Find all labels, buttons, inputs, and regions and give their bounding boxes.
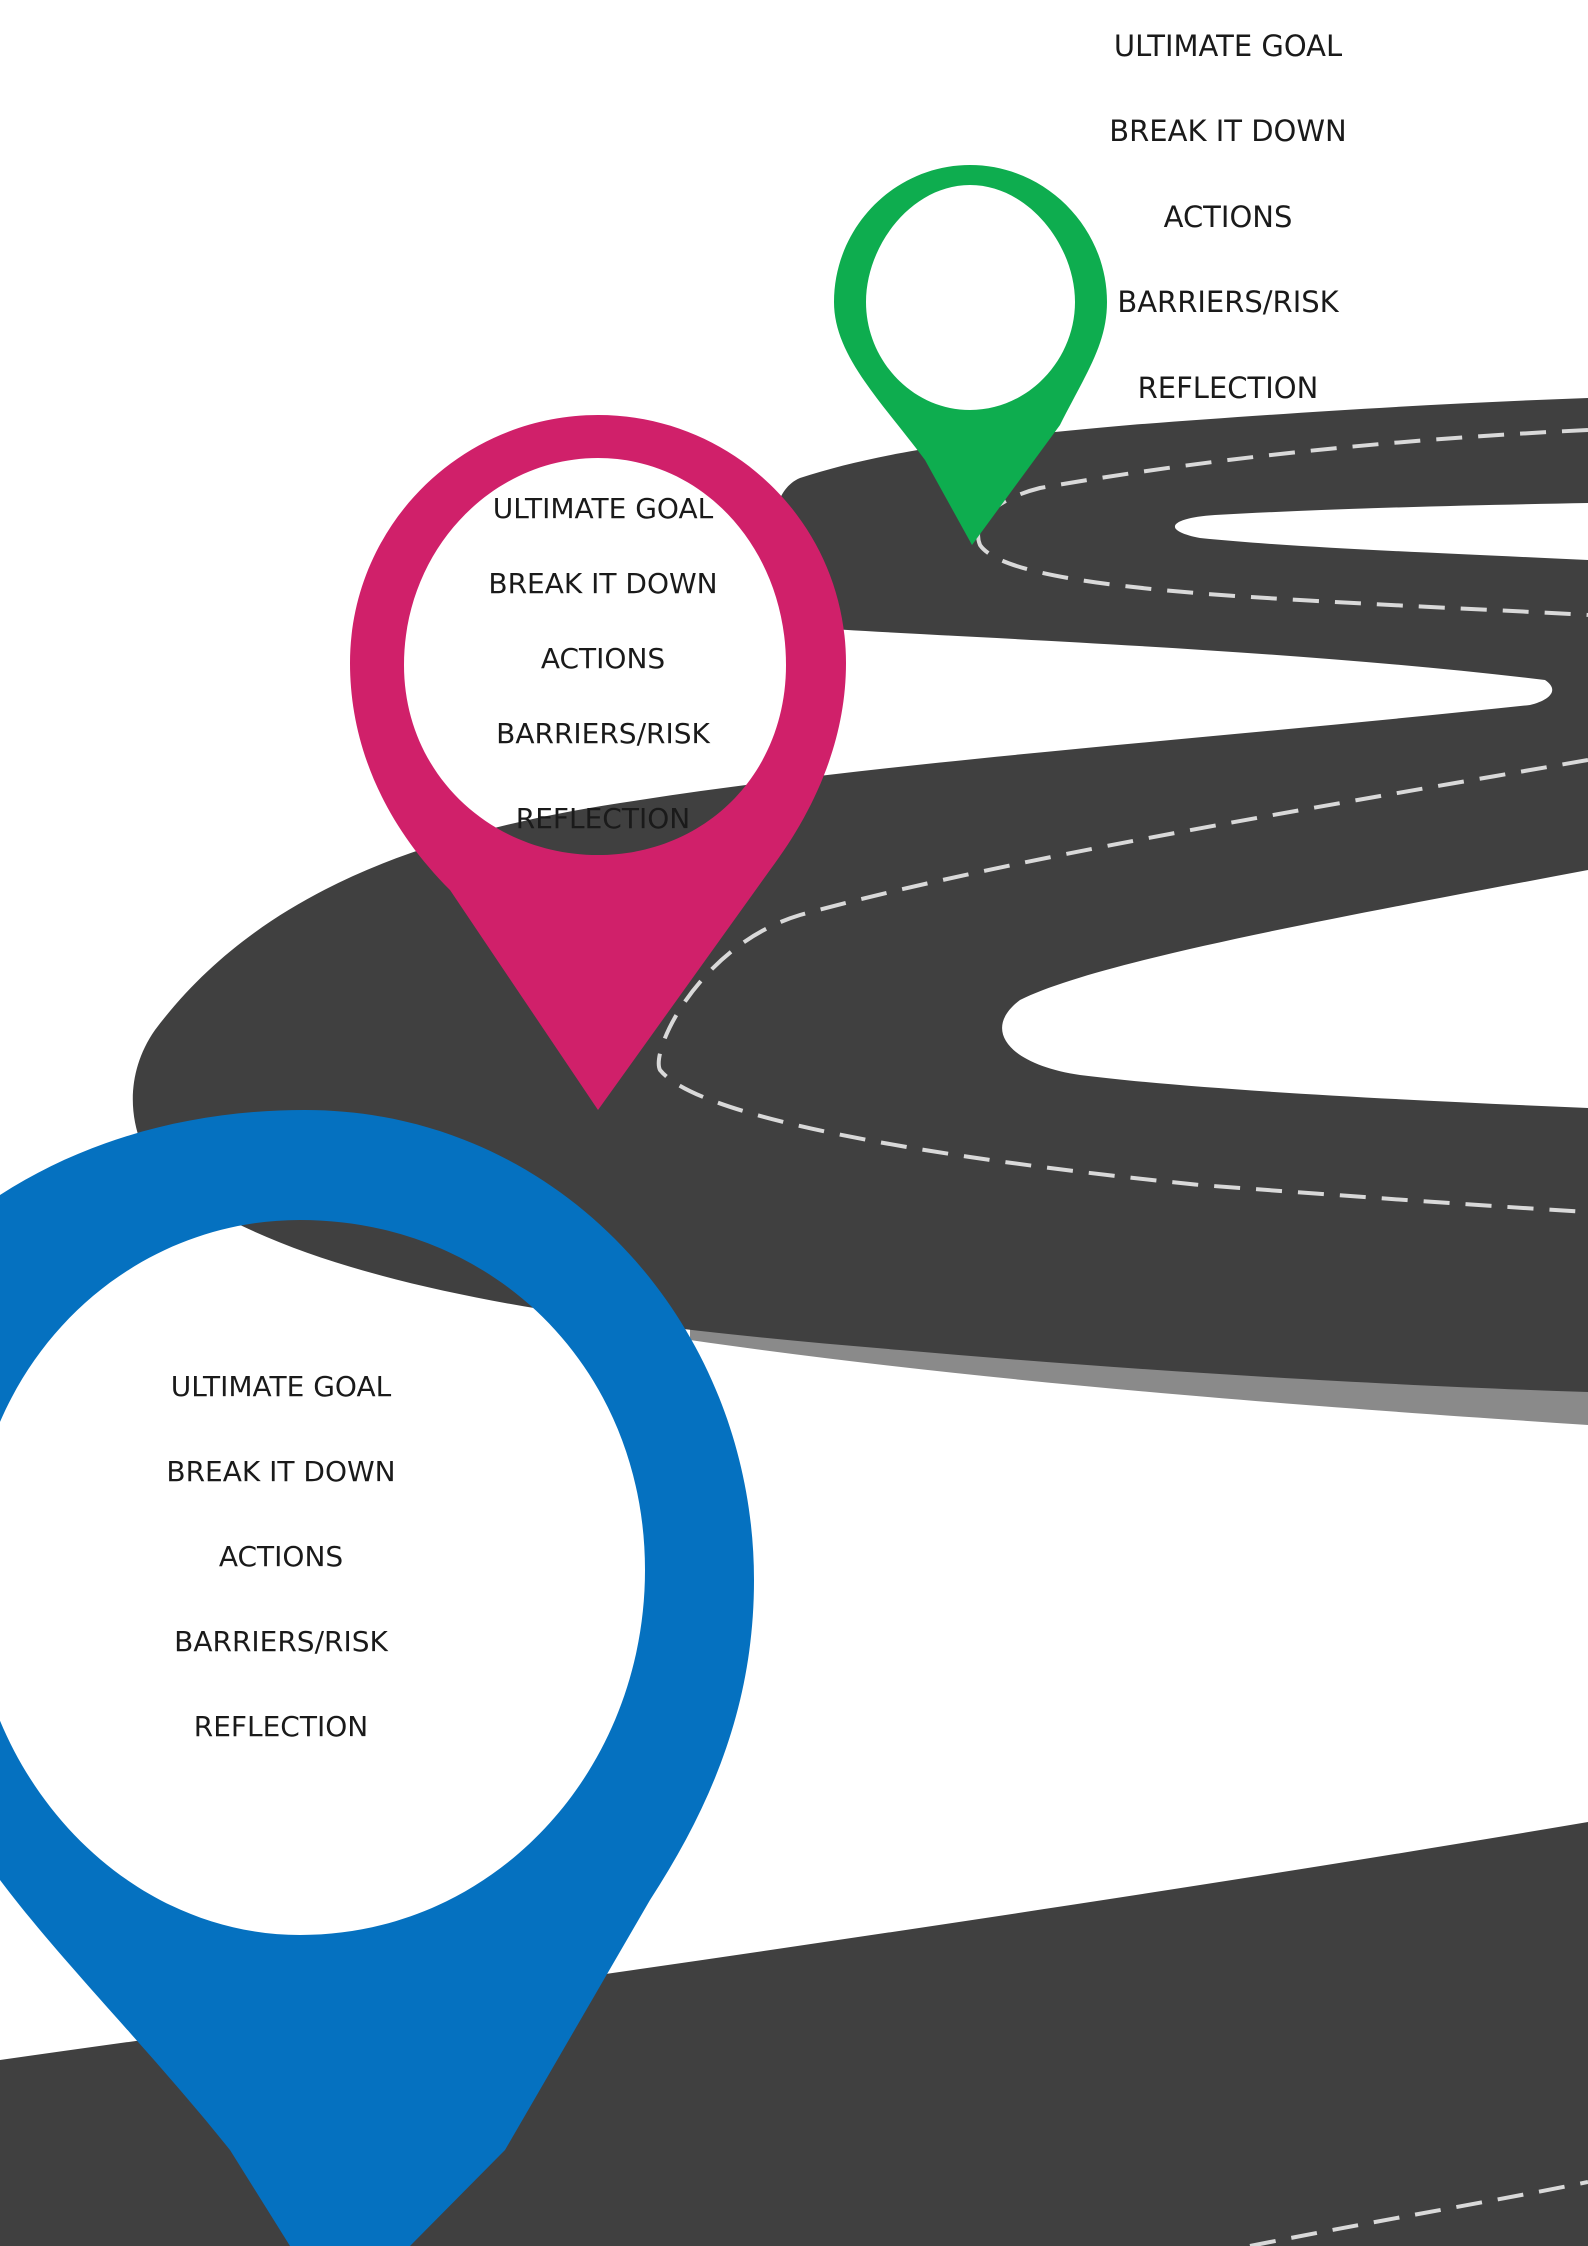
green-label-ultimate-goal: ULTIMATE GOAL — [1114, 29, 1342, 63]
pink-pin — [350, 415, 846, 1110]
green-label-actions: ACTIONS — [1164, 200, 1293, 234]
pink-label-actions: ACTIONS — [541, 642, 665, 675]
blue-pin — [0, 1110, 754, 2246]
lane-marking-middle — [656, 758, 1588, 1214]
lane-markings — [656, 428, 1588, 2246]
blue-label-barriers-risk: BARRIERS/RISK — [174, 1625, 388, 1658]
blue-label-reflection: REFLECTION — [194, 1710, 368, 1743]
blue-label-break-it-down: BREAK IT DOWN — [166, 1455, 395, 1488]
green-pin-labels: ULTIMATE GOAL BREAK IT DOWN ACTIONS BARR… — [1109, 29, 1346, 405]
green-label-break-it-down: BREAK IT DOWN — [1109, 114, 1346, 148]
blue-pin-labels: ULTIMATE GOAL BREAK IT DOWN ACTIONS BARR… — [166, 1370, 395, 1743]
blue-label-ultimate-goal: ULTIMATE GOAL — [171, 1370, 392, 1403]
green-label-reflection: REFLECTION — [1138, 371, 1319, 405]
green-label-barriers-risk: BARRIERS/RISK — [1117, 285, 1339, 319]
lane-marking-top — [976, 428, 1588, 617]
road-surface — [132, 398, 1588, 1392]
pink-label-barriers-risk: BARRIERS/RISK — [496, 717, 710, 750]
pink-pin-labels: ULTIMATE GOAL BREAK IT DOWN ACTIONS BARR… — [488, 492, 717, 835]
pink-label-break-it-down: BREAK IT DOWN — [488, 567, 717, 600]
blue-label-actions: ACTIONS — [219, 1540, 343, 1573]
lane-marking-bottom — [1249, 2180, 1588, 2246]
green-pin-shape — [834, 165, 1107, 545]
green-pin — [834, 165, 1107, 545]
blue-pin-shape — [0, 1110, 754, 2246]
pink-label-reflection: REFLECTION — [516, 802, 690, 835]
pink-label-ultimate-goal: ULTIMATE GOAL — [493, 492, 714, 525]
pink-pin-shape — [350, 415, 846, 1110]
